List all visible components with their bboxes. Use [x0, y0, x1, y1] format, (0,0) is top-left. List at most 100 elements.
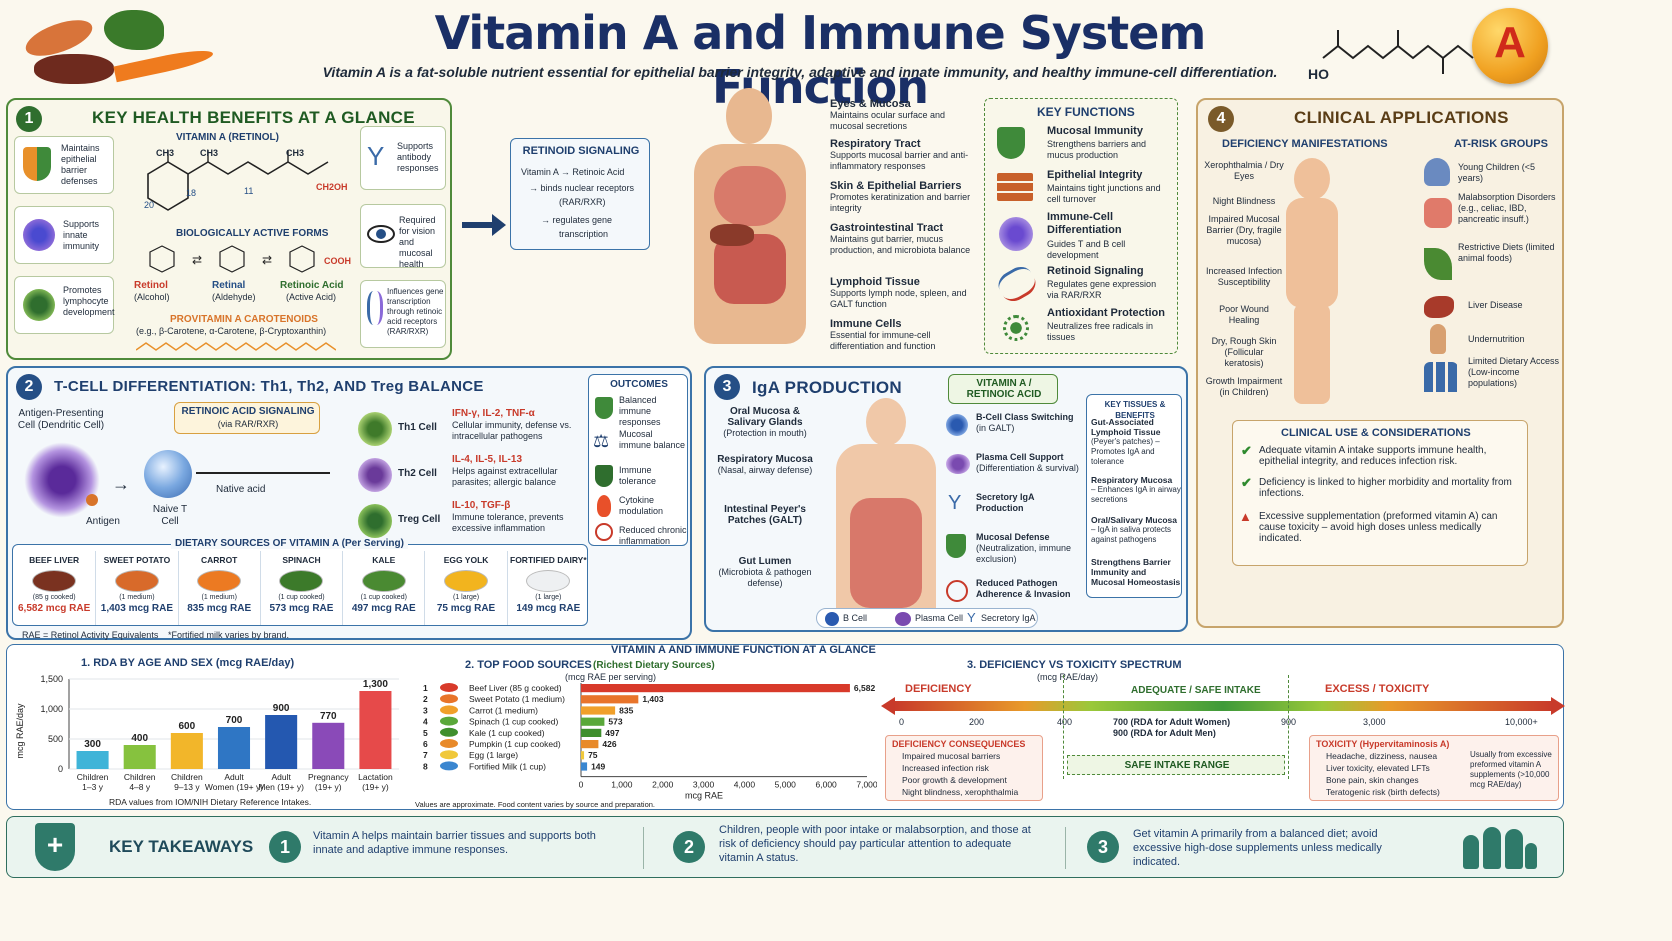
body-label: Skin & Epithelial Barriers Promotes kera…: [830, 180, 980, 214]
cell-desc: Cellular immunity, defense vs. intracell…: [452, 420, 572, 441]
iga-antibody-icon: Y: [967, 610, 976, 625]
retinol-label: VITAMIN A (RETINOL): [176, 132, 279, 143]
anatomy-figure: [680, 86, 820, 360]
bar: [581, 728, 602, 737]
naive-line-label: Native acid: [216, 484, 266, 495]
bar-value-label: 6,582: [854, 683, 876, 693]
food-name: BEEF LIVER: [29, 555, 80, 565]
body-label: Gastrointestinal Tract Maintains gut bar…: [830, 222, 980, 256]
deficiency-item: Poor Wound Healing: [1219, 304, 1269, 325]
leaf-icon: [1424, 248, 1452, 280]
vitamin-a-badge-icon: A: [1472, 8, 1548, 84]
def-cons-title: DEFICIENCY CONSEQUENCES: [892, 739, 1026, 749]
takeaway-text: Get vitamin A primarily from a balanced …: [1133, 828, 1382, 868]
spectrum-tick: 10,000+: [1505, 717, 1538, 727]
iga-step: B-Cell Class Switching (in GALT): [946, 412, 1082, 444]
liver-icon: [34, 54, 114, 84]
x-tick-label: 1–3 y: [82, 782, 104, 792]
signaling-line: transcription: [559, 229, 609, 239]
x-tick-label: Adult: [224, 772, 244, 782]
bar-value-label: 573: [608, 717, 622, 727]
food-icon: [32, 570, 77, 592]
deficiency-item: Dry, Rough Skin (Follicular keratosis): [1211, 336, 1277, 368]
food-icon: [526, 570, 571, 592]
carotenoid-chain-icon: [136, 342, 336, 351]
rank-label: 2: [423, 694, 428, 704]
spectrum-tick: 200: [969, 717, 985, 727]
iga-site-title: Gut Lumen: [738, 556, 792, 567]
deficiency-item: Increased Infection Susceptibility: [1205, 266, 1283, 287]
category-label: Carrot (1 medium): [469, 705, 538, 715]
th2-row: Th2 Cell IL-4, IL-5, IL-13 Helps against…: [358, 454, 598, 506]
food-value: 149 mcg RAE: [516, 603, 581, 614]
panel-key-benefits: 1 KEY HEALTH BENEFITS AT A GLANCE Mainta…: [6, 98, 452, 360]
food-name: KALE: [372, 555, 396, 565]
category-label: Sweet Potato (1 medium): [469, 694, 565, 704]
body-label-title: Respiratory Tract: [830, 138, 921, 150]
legend-label: B Cell: [843, 613, 868, 623]
rank-label: 7: [423, 750, 428, 760]
key-functions-box: KEY FUNCTIONS Mucosal Immunity Strengthe…: [984, 98, 1178, 354]
immune-cell-icon: [23, 219, 55, 251]
def-cons-item: Impaired mucosal barriers: [902, 751, 1001, 761]
dietary-title: DIETARY SOURCES OF VITAMIN A (Per Servin…: [171, 538, 408, 549]
dietary-source-card: EGG YOLK(1 large)75 mcg RAE: [424, 551, 506, 625]
check-icon: ✔: [1241, 443, 1252, 458]
food-name: SPINACH: [282, 555, 321, 565]
deficiency-header: DEFICIENCY MANIFESTATIONS: [1222, 138, 1388, 150]
risk-item: Liver Disease: [1422, 294, 1562, 324]
intestine-icon: [1424, 198, 1452, 228]
food-name: CARROT: [201, 555, 238, 565]
bar-value-label: 1,300: [363, 679, 388, 690]
bar-value-label: 300: [84, 739, 101, 750]
benefit-card-vision: Required for vision and mucosal health: [360, 204, 446, 269]
x-tick-label: (19+ y): [315, 782, 342, 792]
cell-desc: Immune tolerance, prevents excessive inf…: [452, 512, 564, 533]
iga-step-title: B-Cell Class Switching: [976, 412, 1074, 422]
th1-row: Th1 Cell IFN-γ, IL-2, TNF-α Cellular imm…: [358, 408, 598, 460]
body-label-desc: Maintains ocular surface and mucosal sec…: [830, 110, 946, 131]
panel-clinical: 4 CLINICAL APPLICATIONS DEFICIENCY MANIF…: [1196, 98, 1564, 628]
x-tick-label: Children: [171, 772, 203, 782]
food-name: FORTIFIED DAIRY*: [510, 555, 587, 565]
arrow-left-icon: [881, 697, 895, 715]
bar: [123, 745, 156, 769]
dietary-footnote: RAE = Retinol Activity Equivalents: [22, 630, 159, 640]
deficiency-list: Xerophthalmia / Dry Eyes Night Blindness…: [1204, 160, 1284, 420]
clinical-considerations-box: CLINICAL USE & CONSIDERATIONS ✔ Adequate…: [1232, 420, 1528, 566]
bar-value-label: 149: [591, 761, 605, 771]
panel-number: 2: [16, 374, 42, 400]
bar-value-label: 75: [588, 750, 598, 760]
iga-step-desc: (in GALT): [976, 423, 1015, 433]
category-label: Spinach (1 cup cooked): [469, 717, 558, 727]
bar-value-label: 400: [131, 733, 148, 744]
iga-site-title: Intestinal Peyer's Patches (GALT): [724, 504, 806, 526]
atom-number: 18: [186, 188, 197, 198]
active-forms-label: BIOLOGICALLY ACTIVE FORMS: [176, 228, 329, 239]
head-icon: [726, 88, 772, 144]
food-value: 75 mcg RAE: [436, 603, 496, 614]
check-icon: ✔: [1241, 475, 1252, 490]
food-name: EGG YOLK: [443, 555, 489, 565]
outcome-text: Immune tolerance: [619, 465, 657, 486]
body-label: Lymphoid Tissue Supports lymph node, spl…: [830, 276, 980, 310]
iga-steps: B-Cell Class Switching (in GALT) Plasma …: [946, 412, 1082, 612]
retinol-chain-icon: [1322, 30, 1474, 74]
panel-iga: 3 IgA PRODUCTION VITAMIN A / RETINOIC AC…: [704, 366, 1188, 632]
tissue-item: Oral/Salivary Mucosa – IgA in saliva pro…: [1091, 515, 1181, 545]
page-subtitle: Vitamin A is a fat-soluble nutrient esse…: [322, 64, 1278, 80]
child-body-icon: [1286, 198, 1338, 308]
function-item: Retinoid Signaling Regulates gene expres…: [993, 262, 1173, 307]
legend-label: Plasma Cell: [915, 613, 964, 623]
antigen-label: Antigen: [86, 516, 120, 527]
tox-item: Headache, dizziness, nausea: [1326, 751, 1438, 761]
dietary-source-card: FORTIFIED DAIRY*(1 large)149 mcg RAE: [506, 551, 589, 625]
panel-title: KEY HEALTH BENEFITS AT A GLANCE: [92, 108, 415, 127]
shield-icon: [997, 127, 1025, 159]
iga-step: Reduced Pathogen Adherence & Invasion: [946, 578, 1082, 610]
benefit-text: Supports innate immunity: [63, 219, 100, 251]
outcome-text: Cytokine modulation: [619, 495, 664, 516]
form-retinal-sub: (Aldehyde): [212, 292, 256, 302]
person-icon: [1505, 829, 1523, 869]
eye-icon: [367, 225, 395, 243]
